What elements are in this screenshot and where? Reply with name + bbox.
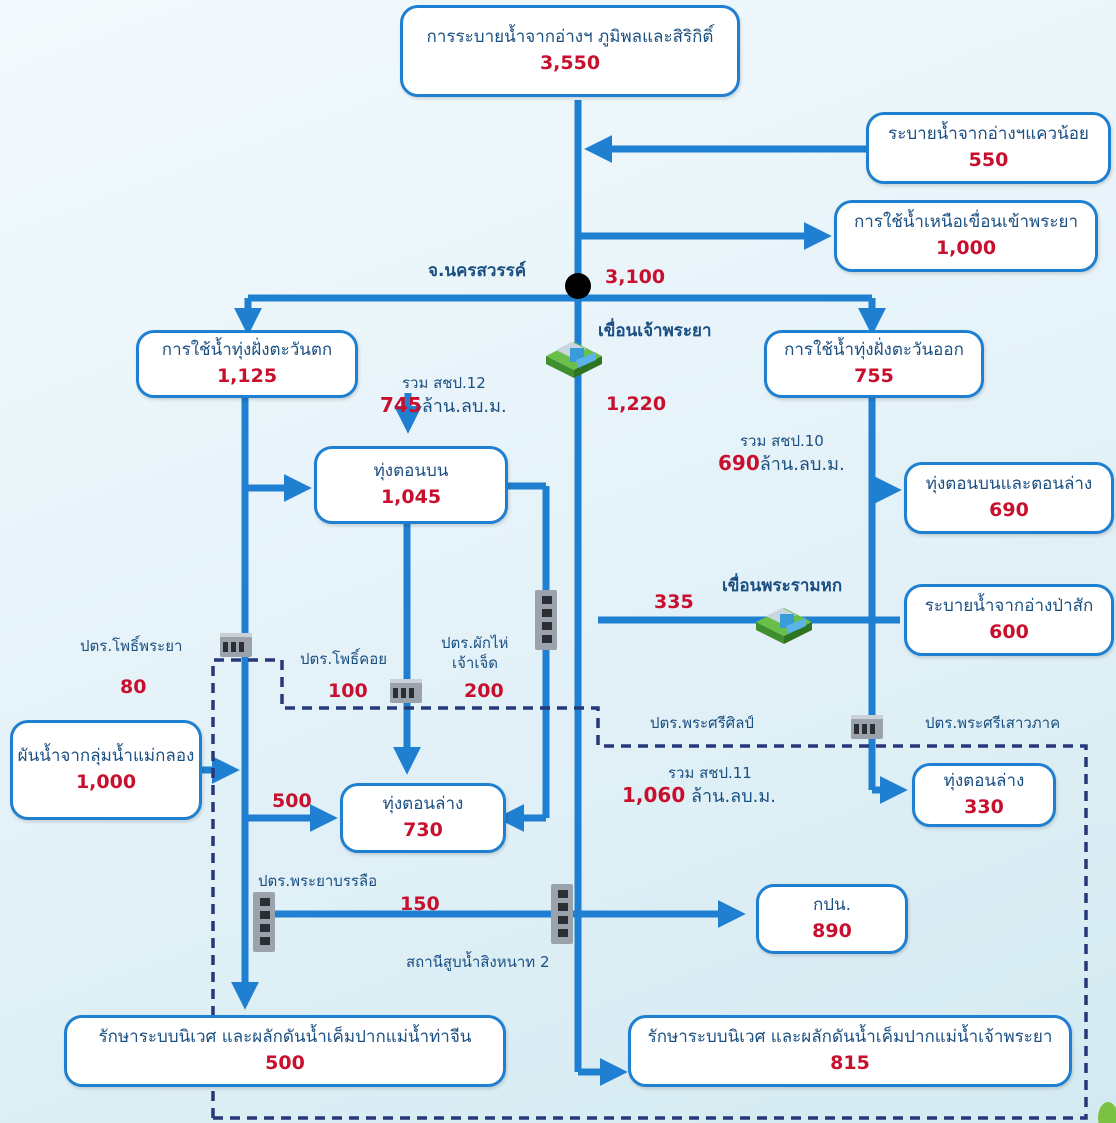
singhanat-pump-icon bbox=[551, 884, 573, 944]
total-unit: ล้าน.ลบ.ม. bbox=[421, 396, 507, 417]
node-west-field: การใช้น้ำทุ่งฝั่งตะวันตก 1,125 bbox=[136, 330, 358, 398]
node-value: 890 bbox=[812, 920, 852, 942]
total-sob12: รวม สชป.12 745ล้าน.ลบ.ม. bbox=[380, 372, 507, 418]
node-label: ทุ่งตอนล่าง bbox=[943, 771, 1025, 791]
total-value: 690 bbox=[718, 451, 760, 475]
phakhai-label: ปตร.ผักไห่ bbox=[441, 634, 509, 652]
node-label: ผันน้ำจากลุ่มน้ำแม่กลอง bbox=[17, 746, 195, 766]
node-value: 1,125 bbox=[216, 365, 278, 387]
node-label: การใช้น้ำเหนือเขื่อนเข้าพระยา bbox=[853, 212, 1079, 232]
flow-dam-release: 1,220 bbox=[606, 393, 667, 415]
node-value: 330 bbox=[964, 796, 1004, 818]
rama6-dam-icon bbox=[756, 608, 812, 644]
node-label: รักษาระบบนิเวศ และผลักดันน้ำเค็มปากแม่น้… bbox=[647, 1027, 1053, 1047]
node-value: 550 bbox=[968, 149, 1009, 171]
flow-phrayabanlue: 150 bbox=[400, 893, 440, 915]
phrasisilp-label: ปตร.พระศรีศิลป์ bbox=[650, 714, 754, 732]
leaf-icon bbox=[1098, 1102, 1116, 1123]
phopraya-regulator-icon bbox=[220, 633, 252, 657]
node-value: 500 bbox=[265, 1052, 305, 1074]
phrayabanlue-label: ปตร.พระยาบรรลือ bbox=[258, 872, 378, 890]
command-area-boundary bbox=[211, 658, 1088, 1120]
node-tha-chin-mouth: รักษาระบบนิเวศ และผลักดันน้ำเค็มปากแม่น้… bbox=[64, 1015, 506, 1087]
total-value: 745 bbox=[380, 393, 422, 417]
node-khwae-noi: ระบายน้ำจากอ่างฯแควน้อย 550 bbox=[866, 112, 1111, 184]
node-label: ระบายน้ำจากอ่างฯแควน้อย bbox=[888, 124, 1089, 144]
phokhoi-label: ปตร.โพธิ์คอย bbox=[300, 650, 388, 668]
flow-to-lower-west: 500 bbox=[272, 790, 312, 812]
total-prefix: รวม สชป.11 bbox=[668, 764, 752, 782]
node-value: 1,000 bbox=[75, 771, 137, 793]
node-pasak: ระบายน้ำจากอ่างป่าสัก 600 bbox=[904, 584, 1114, 656]
node-value: 755 bbox=[854, 365, 894, 387]
node-bhumibol-sirikit: การระบายน้ำจากอ่างฯ ภูมิพลและสิริกิติ์ 3… bbox=[400, 5, 740, 97]
node-upper-lower-field: ทุ่งตอนบนและตอนล่าง 690 bbox=[904, 462, 1114, 534]
total-unit: ล้าน.ลบ.ม. bbox=[691, 786, 776, 807]
total-sob11: รวม สชป.11 1,060 ล้าน.ลบ.ม. bbox=[622, 762, 776, 808]
node-bangkok-waterworks: กปน. 890 bbox=[756, 884, 908, 954]
total-prefix: รวม สชป.10 bbox=[740, 432, 824, 450]
node-label: ทุ่งตอนบนและตอนล่าง bbox=[925, 474, 1093, 494]
node-east-field: การใช้น้ำทุ่งฝั่งตะวันออก 755 bbox=[764, 330, 984, 398]
node-label: รักษาระบบนิเวศ และผลักดันน้ำเค็มปากแม่น้… bbox=[98, 1027, 472, 1047]
node-value: 730 bbox=[403, 819, 443, 841]
nakhon-sawan-label: จ.นครสวรรค์ bbox=[428, 261, 527, 281]
node-value: 3,550 bbox=[539, 52, 601, 74]
total-value: 1,060 bbox=[622, 783, 686, 807]
total-unit: ล้าน.ลบ.ม. bbox=[759, 454, 845, 475]
node-upper-field: ทุ่งตอนบน 1,045 bbox=[314, 446, 508, 524]
node-mae-klong: ผันน้ำจากลุ่มน้ำแม่กลอง 1,000 bbox=[10, 720, 202, 820]
phakhai-regulator-icon bbox=[535, 590, 557, 650]
node-value: 1,000 bbox=[935, 237, 997, 259]
total-prefix: รวม สชป.12 bbox=[402, 374, 486, 392]
phrasisaowapha-regulator-icon bbox=[851, 715, 883, 739]
node-chao-phraya-mouth: รักษาระบบนิเวศ และผลักดันน้ำเค็มปากแม่น้… bbox=[628, 1015, 1072, 1087]
phokhoi-regulator-icon bbox=[390, 679, 422, 703]
node-label: ทุ่งตอนล่าง bbox=[382, 794, 464, 814]
singhanat-label: สถานีสูบน้ำสิงหนาท 2 bbox=[406, 953, 550, 971]
main-flow-lines bbox=[198, 100, 908, 1086]
nakhon-sawan-node-icon bbox=[565, 273, 591, 299]
phopraya-label: ปตร.โพธิ์พระยา bbox=[80, 637, 183, 655]
chao-phraya-dam-label: เขื่อนเจ้าพระยา bbox=[598, 321, 712, 341]
flow-phokhoi: 100 bbox=[328, 680, 368, 702]
total-sob10: รวม สชป.10 690ล้าน.ลบ.ม. bbox=[718, 430, 845, 476]
rama6-dam-label: เขื่อนพระรามหก bbox=[722, 576, 843, 596]
flow-nakhon-sawan: 3,100 bbox=[605, 266, 666, 288]
node-value: 600 bbox=[989, 621, 1029, 643]
chaochet-label: เจ้าเจ็ด bbox=[452, 654, 498, 672]
node-label: กปน. bbox=[812, 895, 852, 915]
node-label: การระบายน้ำจากอ่างฯ ภูมิพลและสิริกิติ์ bbox=[426, 27, 714, 47]
flow-phakhai: 200 bbox=[464, 680, 504, 702]
phrasisaowapha-label: ปตร.พระศรีเสาวภาค bbox=[925, 714, 1061, 732]
node-label: ทุ่งตอนบน bbox=[373, 461, 449, 481]
node-label: ระบายน้ำจากอ่างป่าสัก bbox=[924, 596, 1094, 616]
node-lower-field-west: ทุ่งตอนล่าง 730 bbox=[340, 783, 506, 853]
flow-phopraya: 80 bbox=[120, 676, 147, 698]
node-above-dam-use: การใช้น้ำเหนือเขื่อนเข้าพระยา 1,000 bbox=[834, 200, 1098, 272]
node-value: 690 bbox=[989, 499, 1029, 521]
chao-phraya-dam-icon bbox=[546, 342, 602, 378]
node-value: 1,045 bbox=[380, 486, 442, 508]
node-label: การใช้น้ำทุ่งฝั่งตะวันตก bbox=[161, 340, 333, 360]
node-label: การใช้น้ำทุ่งฝั่งตะวันออก bbox=[784, 340, 964, 360]
phrayabanlue-regulator-icon bbox=[253, 892, 275, 952]
flow-rama6: 335 bbox=[654, 591, 694, 613]
node-value: 815 bbox=[830, 1052, 870, 1074]
node-lower-field-east: ทุ่งตอนล่าง 330 bbox=[912, 763, 1056, 827]
